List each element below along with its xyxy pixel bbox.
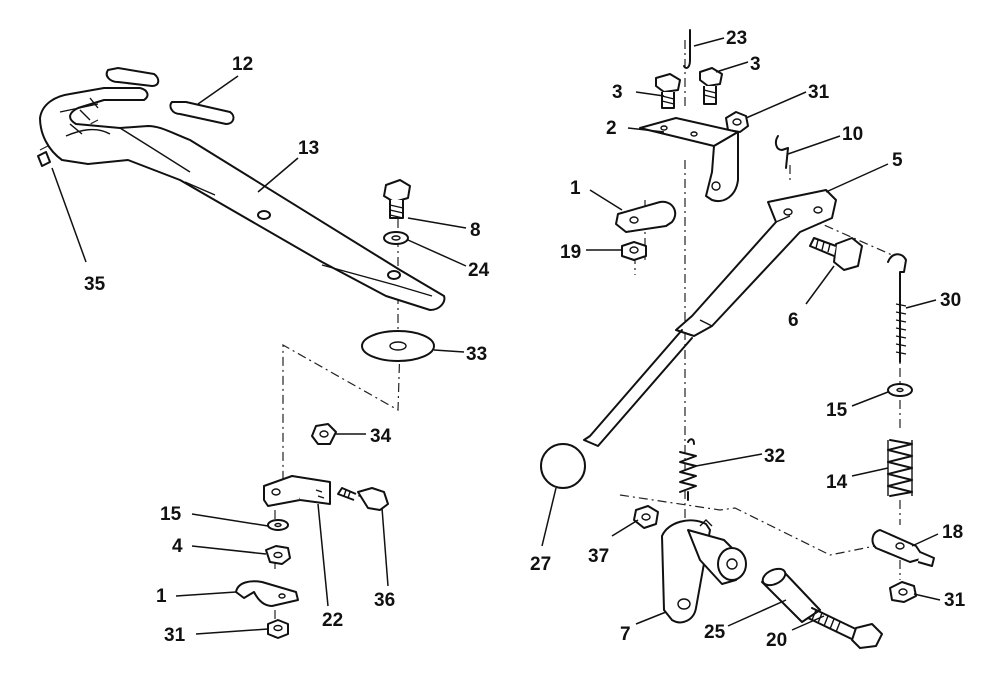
callout-27: 27 — [530, 554, 551, 575]
callout-20: 20 — [766, 630, 787, 651]
part-33-washer — [361, 330, 435, 362]
callout-18: 18 — [942, 522, 963, 543]
part-24-washer — [383, 231, 409, 245]
callout-24: 24 — [468, 260, 490, 281]
part-36-bolt — [337, 487, 389, 511]
callout-33: 33 — [466, 344, 487, 365]
callout-3-left: 3 — [612, 82, 623, 103]
part-19-nut — [621, 241, 647, 261]
part-7-plate — [661, 519, 747, 624]
part-3-bolt-right — [699, 67, 723, 105]
callout-19: 19 — [560, 242, 581, 263]
callout-5: 5 — [892, 150, 903, 171]
part-1-clip-top — [615, 200, 677, 233]
callout-7: 7 — [620, 624, 631, 645]
part-35-pin — [37, 151, 87, 263]
callout-13: 13 — [298, 138, 319, 159]
part-34-nut — [311, 423, 337, 445]
callout-4: 4 — [172, 536, 183, 557]
part-22-bracket — [263, 475, 331, 507]
callout-12: 12 — [232, 54, 253, 75]
part-1-clip-left — [235, 580, 299, 607]
callout-6: 6 — [788, 310, 799, 331]
callout-31-right: 31 — [944, 590, 966, 611]
assembly-lines — [39, 30, 901, 640]
callout-1-top: 1 — [570, 178, 581, 199]
part-30-rod — [887, 253, 907, 363]
part-5-lever — [583, 189, 837, 447]
part-25-sleeve — [761, 567, 821, 623]
part-2-bracket — [639, 117, 739, 202]
part-4-nut — [265, 545, 291, 565]
callout-3-right: 3 — [750, 54, 761, 75]
part-3-bolt-left — [655, 73, 681, 109]
part-32-spring — [679, 438, 697, 501]
part-13-lever — [39, 87, 446, 311]
callout-30: 30 — [940, 290, 961, 311]
callout-22: 22 — [322, 610, 343, 631]
callout-23: 23 — [726, 28, 747, 49]
part-6-bolt — [809, 237, 863, 271]
callout-14: 14 — [826, 472, 848, 493]
part-23-cotter — [683, 29, 691, 69]
callout-36: 36 — [374, 590, 395, 611]
leader-lines — [175, 37, 941, 635]
part-37-nut — [633, 505, 659, 529]
part-15-washer-left — [267, 519, 289, 531]
callout-1-left: 1 — [156, 586, 167, 607]
part-27-knob — [540, 443, 586, 489]
part-10-pin — [774, 135, 789, 169]
part-12-grip — [105, 67, 235, 125]
callout-34: 34 — [370, 426, 392, 447]
part-31-nut-right — [889, 581, 917, 603]
callout-32: 32 — [764, 446, 785, 467]
callout-31-top: 31 — [808, 82, 830, 103]
callout-37: 37 — [588, 546, 609, 567]
part-8-bolt — [383, 179, 411, 219]
callout-2: 2 — [606, 118, 617, 139]
part-15-washer-right — [887, 383, 913, 397]
callout-31-left: 31 — [164, 625, 186, 646]
callout-35: 35 — [84, 274, 106, 295]
part-24-washer-hole — [391, 235, 401, 241]
callouts: 12 13 35 8 24 33 34 15 4 1 31 22 36 23 3… — [84, 28, 966, 651]
callout-10: 10 — [842, 124, 863, 145]
part-18-pivot — [871, 529, 935, 567]
callout-15-right: 15 — [826, 400, 848, 421]
part-20-bolt — [807, 607, 883, 649]
part-31-nut-top — [725, 111, 749, 133]
callout-15-left: 15 — [160, 504, 182, 525]
callout-25: 25 — [704, 622, 726, 643]
part-31-nut-left — [267, 619, 289, 639]
part-14-spring — [887, 439, 913, 497]
callout-8: 8 — [470, 220, 481, 241]
